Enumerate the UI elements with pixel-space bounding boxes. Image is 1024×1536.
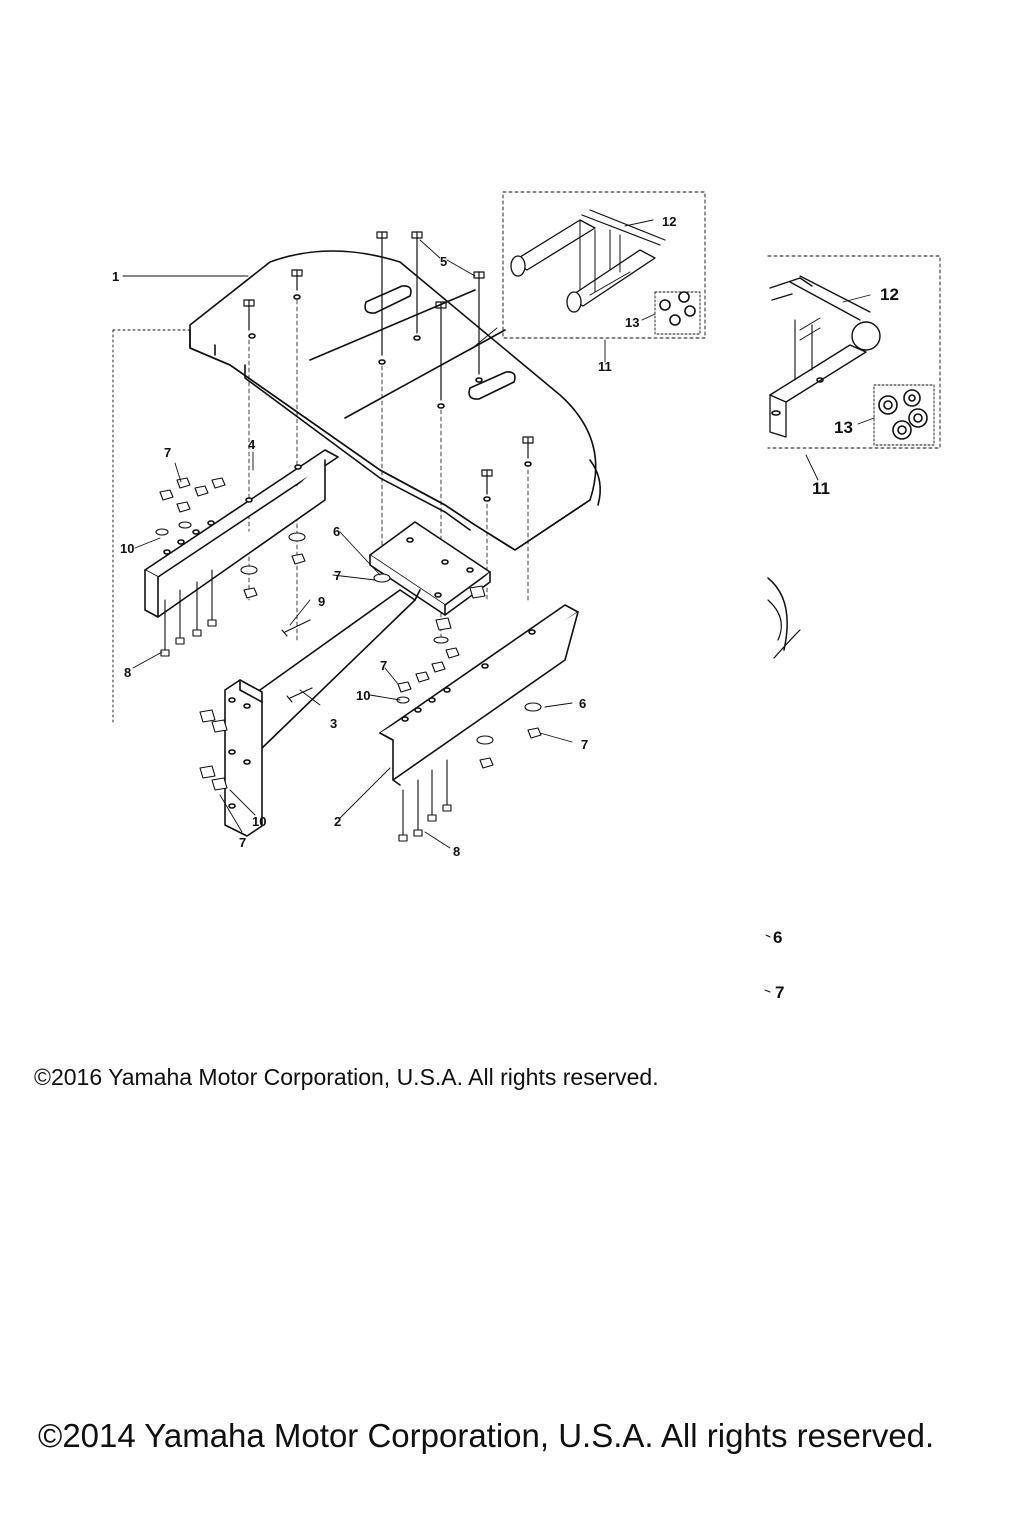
callout-5: 5 [440, 254, 447, 269]
detail-callout-12: 12 [880, 285, 899, 304]
callout-4: 4 [248, 437, 256, 452]
callout-labels: 1 5 12 13 11 7 4 10 6 7 9 8 7 10 3 6 7 1… [112, 214, 899, 1002]
callout-7-a: 7 [164, 445, 171, 460]
detail-callout-7: 7 [775, 983, 784, 1002]
copyright-2016: ©2016 Yamaha Motor Corporation, U.S.A. A… [34, 1064, 659, 1090]
callout-6-b: 6 [579, 696, 586, 711]
callout-2: 2 [334, 814, 341, 829]
detail-callout-13: 13 [834, 418, 853, 437]
callout-7-c: 7 [380, 658, 387, 673]
callout-9: 9 [318, 594, 325, 609]
callout-7-b: 7 [334, 568, 341, 583]
callout-7-e: 7 [239, 835, 246, 850]
callout-1: 1 [112, 269, 119, 284]
callout-13: 13 [625, 315, 639, 330]
callout-10-c: 10 [252, 814, 266, 829]
copyright-2014: ©2014 Yamaha Motor Corporation, U.S.A. A… [38, 1417, 935, 1454]
callout-7-d: 7 [581, 737, 588, 752]
callout-12: 12 [662, 214, 676, 229]
enlarged-kit-detail [764, 255, 941, 993]
detail-callout-11: 11 [812, 479, 830, 498]
hardware-stacks [155, 477, 542, 842]
platform-part [189, 250, 601, 551]
center-support-part-3 [224, 521, 491, 837]
right-bracket-part-2 [379, 604, 579, 786]
bolts-part-5 [243, 231, 534, 495]
kit-detail-box [502, 191, 706, 339]
callout-6-a: 6 [333, 524, 340, 539]
callout-10-a: 10 [120, 541, 134, 556]
callout-10-b: 10 [356, 688, 370, 703]
leader-lines [112, 219, 656, 849]
callout-8-b: 8 [453, 844, 460, 859]
left-bracket-part-4 [144, 449, 339, 618]
callout-8-a: 8 [124, 665, 131, 680]
detail-callout-6: 6 [773, 928, 782, 947]
callout-11: 11 [598, 359, 612, 374]
callout-3: 3 [330, 716, 337, 731]
